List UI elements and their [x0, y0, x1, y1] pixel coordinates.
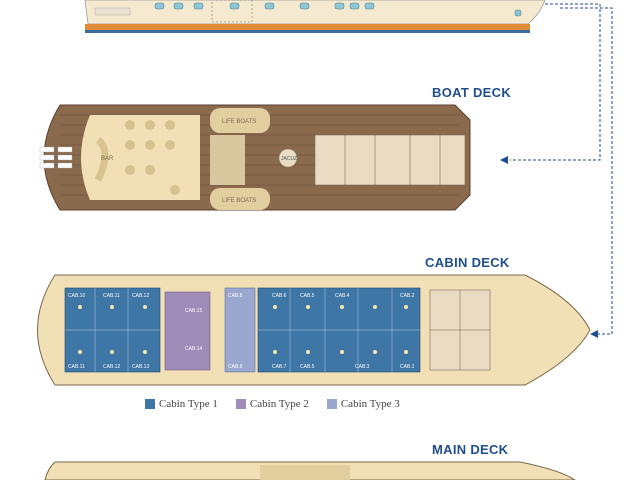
- cabin-label: CAB.10: [68, 293, 85, 299]
- legend-item-type1: Cabin Type 1: [145, 398, 218, 410]
- cabin-label: CAB.9: [228, 364, 243, 370]
- jacuzzi-label: JACUZ: [281, 156, 297, 162]
- cabin-label: CAB.14: [185, 346, 202, 352]
- legend-label: Cabin Type 2: [249, 398, 309, 410]
- cabin-label: CAB.4: [335, 293, 350, 299]
- legend-item-type3: Cabin Type 3: [326, 398, 400, 410]
- legend-swatch: [326, 399, 337, 409]
- arrow-boat-deck: [500, 156, 508, 164]
- legend-item-type2: Cabin Type 2: [235, 398, 309, 410]
- ship-profile: [84, 0, 546, 33]
- boat-deck-title: BOAT DECK: [432, 85, 512, 100]
- cabin-label: CAB.12: [132, 293, 149, 299]
- cabin-label: CAB.1: [400, 364, 415, 370]
- cabin-label: CAB.2: [400, 293, 415, 299]
- cabin-label: CAB.13: [132, 364, 149, 370]
- legend-label: Cabin Type 3: [340, 398, 400, 410]
- cabin-label: CAB.6: [272, 293, 287, 299]
- cabin-label: CAB.8: [228, 293, 243, 299]
- main-deck-plan: [44, 461, 576, 480]
- legend-swatch: [235, 399, 246, 409]
- cabin-label: CAB.12: [103, 364, 120, 370]
- cabin-legend: Cabin Type 1 Cabin Type 2 Cabin Type 3: [145, 398, 400, 410]
- cabin-label: CAB.15: [185, 308, 202, 314]
- cabin-label: CAB.5: [300, 364, 315, 370]
- cabin-label: CAB.3: [355, 364, 370, 370]
- life-boats-bottom-label: LIFE BOATS: [222, 198, 256, 204]
- arrow-cabin-deck: [590, 330, 598, 338]
- bar-label: BAR: [101, 156, 114, 162]
- cabin-label: CAB.5: [300, 293, 315, 299]
- main-deck-title: MAIN DECK: [432, 442, 509, 457]
- cabin-deck-plan: CAB.10 CAB.11 CAB.12 CAB.8 CAB.6 CAB.5 C…: [37, 274, 591, 386]
- cabin-deck-title: CABIN DECK: [425, 255, 510, 270]
- cabin-label: CAB.7: [272, 364, 287, 370]
- cabin-label: CAB.11: [103, 293, 120, 299]
- boat-deck-plan: BAR LIFE BOATS LIFE BOATS JACUZ: [39, 104, 471, 211]
- life-boats-top-label: LIFE BOATS: [222, 119, 256, 125]
- legend-swatch: [145, 399, 155, 409]
- legend-label: Cabin Type 1: [159, 398, 218, 410]
- leader-lines: [510, 3, 613, 335]
- cabin-label: CAB.11: [68, 364, 85, 370]
